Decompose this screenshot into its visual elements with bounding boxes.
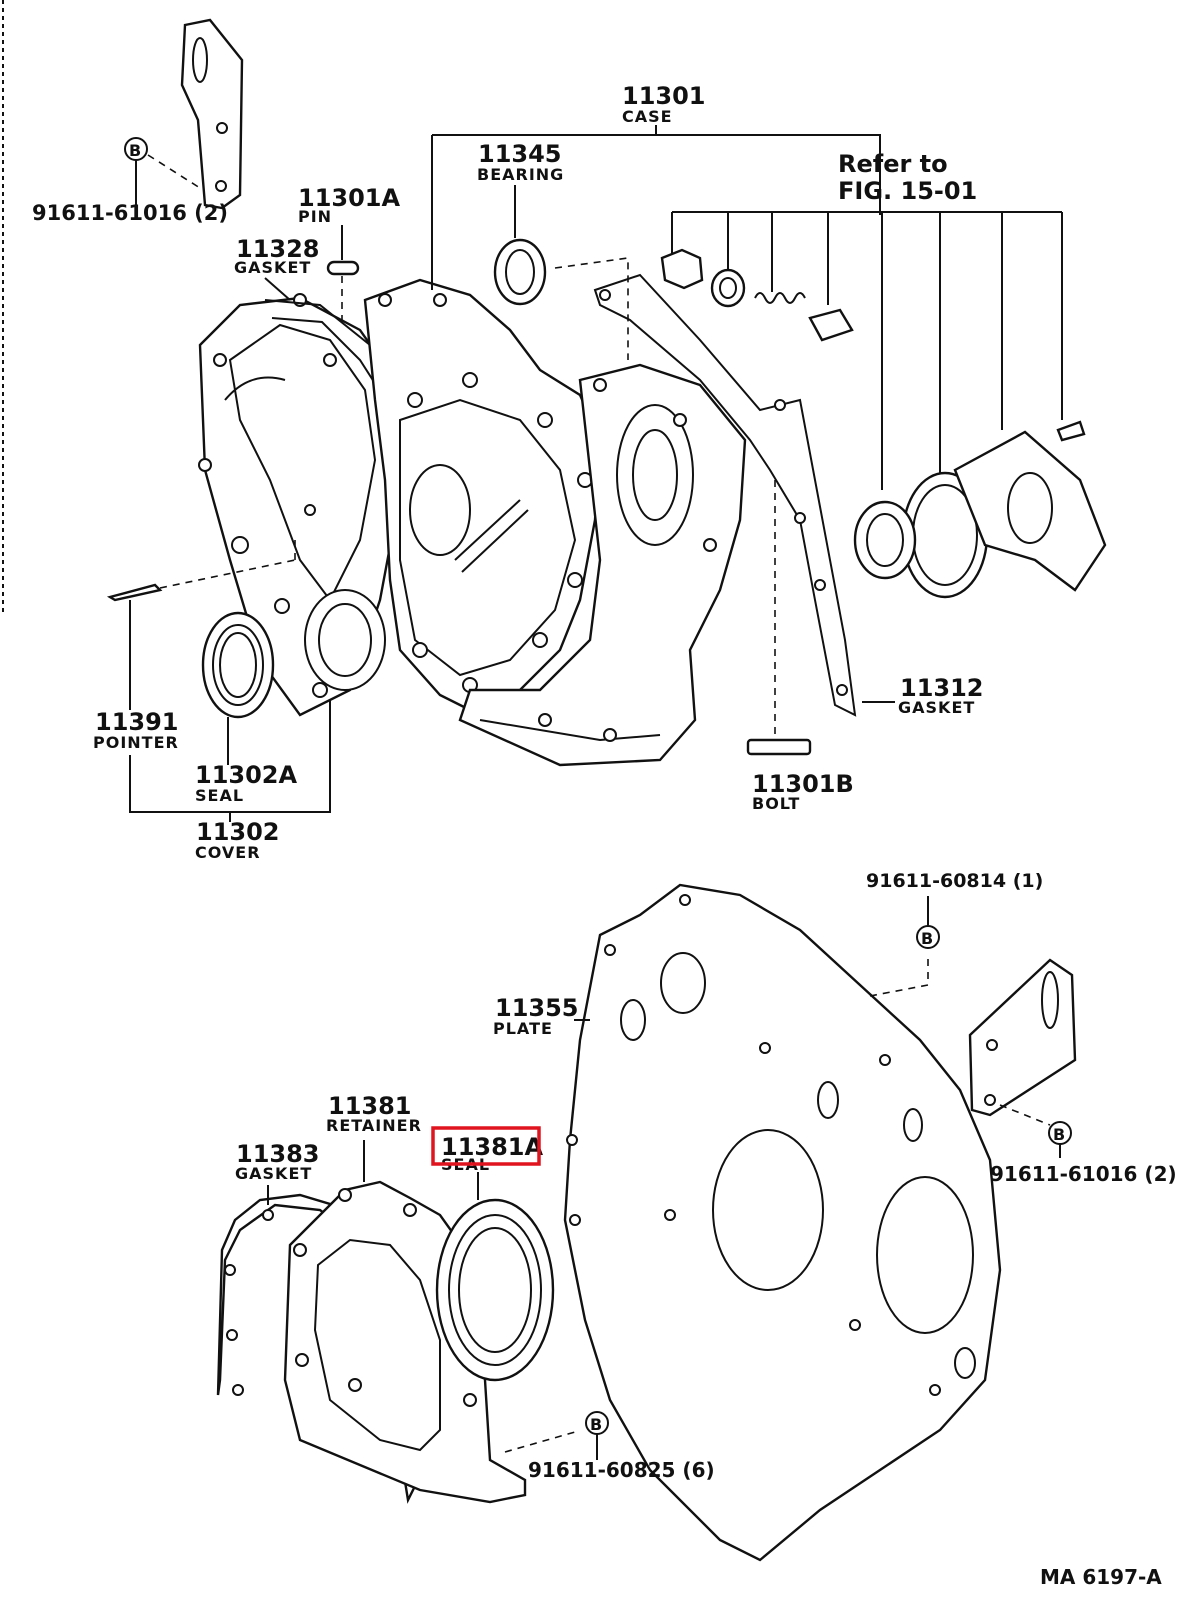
svg-text:11391: 11391 xyxy=(95,708,179,736)
label-11302: 11302 COVER xyxy=(195,818,280,862)
svg-text:FIG. 15-01: FIG. 15-01 xyxy=(838,177,977,205)
relief-valve-parts xyxy=(660,211,1107,599)
label-11391: 11391 POINTER xyxy=(93,708,179,752)
svg-text:11312: 11312 xyxy=(900,674,984,702)
svg-text:COVER: COVER xyxy=(195,843,261,862)
label-91611-61016-right: 91611-61016 (2) xyxy=(990,1162,1177,1186)
label-91611-60825: 91611-60825 (6) xyxy=(528,1458,715,1482)
gasket-11312 xyxy=(593,273,895,717)
rear-plate-11355 xyxy=(563,883,1002,1562)
svg-text:POINTER: POINTER xyxy=(93,733,179,752)
pin-11301A xyxy=(326,225,360,330)
svg-text:11302: 11302 xyxy=(196,818,280,846)
svg-text:11345: 11345 xyxy=(478,140,562,168)
svg-text:SEAL: SEAL xyxy=(195,786,244,805)
bracket-right xyxy=(968,958,1077,1126)
svg-text:B: B xyxy=(1053,1125,1066,1144)
label-91611-60814: 91611-60814 (1) xyxy=(866,870,1043,892)
svg-text:B: B xyxy=(921,929,934,948)
label-91611-61016-top: 91611-61016 (2) xyxy=(32,201,228,225)
svg-text:BEARING: BEARING xyxy=(477,165,564,184)
svg-text:GASKET: GASKET xyxy=(898,698,975,717)
svg-text:11301A: 11301A xyxy=(298,184,400,212)
label-11345: 11345 BEARING xyxy=(477,140,564,184)
svg-text:11381: 11381 xyxy=(328,1092,412,1120)
bolt-marker-right: B xyxy=(1048,1121,1072,1158)
svg-text:RETAINER: RETAINER xyxy=(326,1116,422,1135)
timing-cover-11302 xyxy=(198,293,412,717)
label-11383: 11383 GASKET xyxy=(235,1140,320,1183)
svg-text:11302A: 11302A xyxy=(195,761,297,789)
svg-text:PLATE: PLATE xyxy=(493,1019,553,1038)
label-11381: 11381 RETAINER xyxy=(326,1092,422,1135)
figure-id: MA 6197-A xyxy=(1040,1565,1162,1589)
svg-text:11383: 11383 xyxy=(236,1140,320,1168)
svg-text:B: B xyxy=(590,1415,603,1434)
label-11301A: 11301A PIN xyxy=(298,184,400,226)
label-11328: 11328 GASKET xyxy=(234,235,320,277)
svg-text:91611-61016 (2): 91611-61016 (2) xyxy=(990,1162,1177,1186)
svg-text:GASKET: GASKET xyxy=(234,258,311,277)
svg-text:91611-60814 (1): 91611-60814 (1) xyxy=(866,870,1043,892)
bracket-top-left xyxy=(147,18,244,210)
svg-text:GASKET: GASKET xyxy=(235,1164,312,1183)
seal-11381A xyxy=(435,1172,555,1382)
bolt-marker-plate: B xyxy=(916,896,940,949)
seal-11302A xyxy=(201,611,275,765)
pointer-11391 xyxy=(106,535,296,710)
oil-pump-housing xyxy=(458,363,747,767)
svg-text:MA 6197-A: MA 6197-A xyxy=(1040,1565,1162,1589)
svg-text:91611-60825 (6): 91611-60825 (6) xyxy=(528,1458,715,1482)
label-11381A: 11381A SEAL xyxy=(441,1133,543,1174)
bolt-11301B xyxy=(746,480,812,756)
svg-text:11301B: 11301B xyxy=(752,770,854,798)
svg-text:11355: 11355 xyxy=(495,994,579,1022)
label-11302A: 11302A SEAL xyxy=(195,761,297,805)
svg-text:BOLT: BOLT xyxy=(752,794,800,813)
svg-text:91611-61016 (2): 91611-61016 (2) xyxy=(32,201,228,225)
svg-text:B: B xyxy=(129,141,142,160)
svg-text:11328: 11328 xyxy=(236,235,320,263)
bearing-11345 xyxy=(493,185,629,360)
label-11301: 11301 CASE xyxy=(622,82,706,126)
svg-text:11301: 11301 xyxy=(622,82,706,110)
label-11355: 11355 PLATE xyxy=(493,994,579,1038)
label-refer-to: Refer to FIG. 15-01 xyxy=(838,150,977,205)
bolt-marker-top-left: B xyxy=(124,137,148,205)
case-bracket xyxy=(432,134,881,215)
svg-text:11381A: 11381A xyxy=(441,1133,543,1161)
label-11312: 11312 GASKET xyxy=(898,674,984,717)
svg-text:Refer to: Refer to xyxy=(838,150,948,178)
svg-text:CASE: CASE xyxy=(622,107,673,126)
label-11301B: 11301B BOLT xyxy=(752,770,854,813)
bolt-marker-retainer: B xyxy=(504,1411,609,1460)
highlight-box-11381A xyxy=(431,1126,541,1166)
svg-text:PIN: PIN xyxy=(298,207,332,226)
